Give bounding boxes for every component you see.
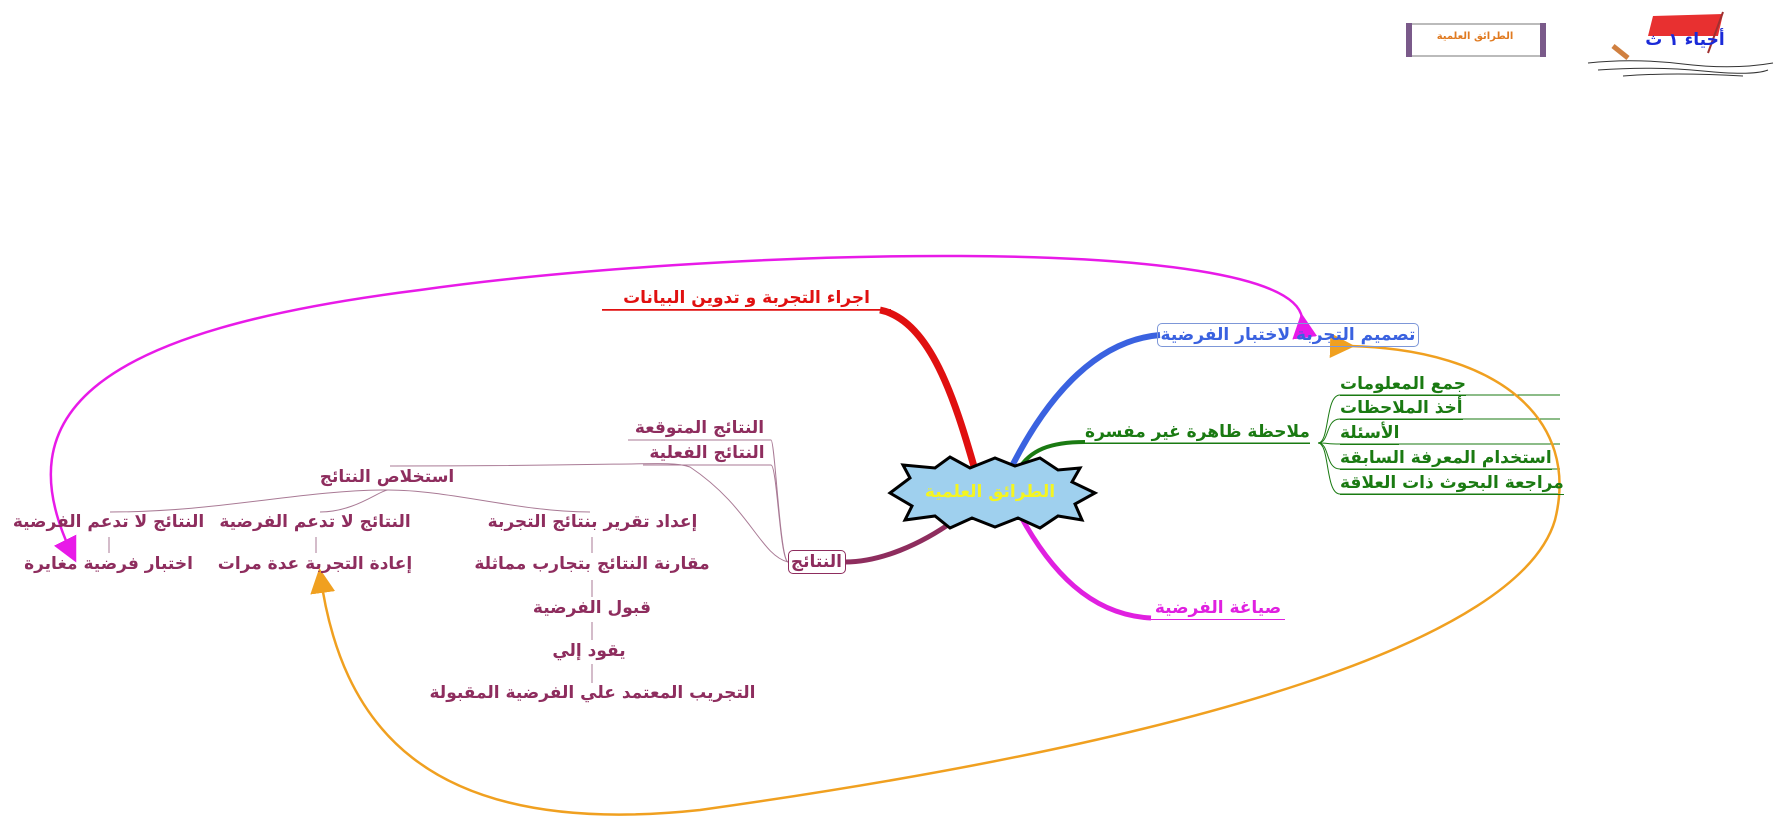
center-cloud-shape: [887, 455, 1099, 530]
node-not-support-1[interactable]: النتائج لا تدعم الفرضية: [219, 512, 411, 532]
node-not-support-2[interactable]: النتائج لا تدعم الفرضية: [12, 512, 205, 532]
node-compare[interactable]: مقارنة النتائج بتجارب مماثلة: [474, 554, 710, 574]
node-design[interactable]: تصميم التجربة لاختبار الفرضية: [1157, 323, 1419, 347]
node-report[interactable]: إعداد تقرير بنتائج التجربة: [487, 512, 698, 532]
node-results[interactable]: النتائج: [788, 550, 846, 574]
logo-flag-icon: [1587, 11, 1774, 77]
center-node-label[interactable]: الطرائق العلمية: [924, 482, 1056, 502]
node-testing[interactable]: التجريب المعتمد علي الفرضية المقبولة: [429, 683, 756, 703]
observation-child[interactable]: جمع المعلومات: [1340, 374, 1466, 396]
node-repeat[interactable]: إعادة التجربة عدة مرات: [217, 554, 413, 574]
branch-experiment: [879, 306, 979, 471]
banner-title: الطرائق العلمية: [1436, 31, 1514, 42]
node-expected-results[interactable]: النتائج المتوقعة: [634, 418, 765, 438]
branch-hypothesis: [1017, 513, 1152, 621]
branch-design: [1007, 332, 1161, 472]
node-conclusion[interactable]: استخلاص النتائج: [319, 467, 455, 487]
node-experiment[interactable]: اجراء التجربة و تدوين البيانات: [602, 287, 891, 310]
node-alt-hypothesis[interactable]: اختبار فرضية مغايرة: [24, 554, 193, 574]
node-actual-results[interactable]: النتائج الفعلية: [649, 443, 765, 463]
node-observation[interactable]: ملاحظة ظاهرة غير مفسرة: [1085, 422, 1310, 444]
logo-text: أحياء ١ ث: [1645, 30, 1725, 50]
banner-scroll: [1406, 23, 1546, 57]
observation-child[interactable]: الأسئلة: [1340, 423, 1400, 445]
observation-child[interactable]: أخذ الملاحظات: [1340, 398, 1463, 420]
node-hypothesis[interactable]: صياغة الفرضية: [1151, 597, 1285, 620]
node-leads-to[interactable]: يقود إلي: [552, 641, 626, 661]
node-accept-hypothesis[interactable]: قبول الفرضية: [532, 598, 651, 618]
orange-arrow: [310, 332, 1561, 816]
observation-child[interactable]: مراجعة البحوث ذات العلاقة: [1340, 473, 1564, 495]
observation-child[interactable]: استخدام المعرفة السابقة: [1340, 448, 1552, 470]
magenta-arrow: [49, 254, 1318, 563]
branch-results: [844, 517, 957, 565]
